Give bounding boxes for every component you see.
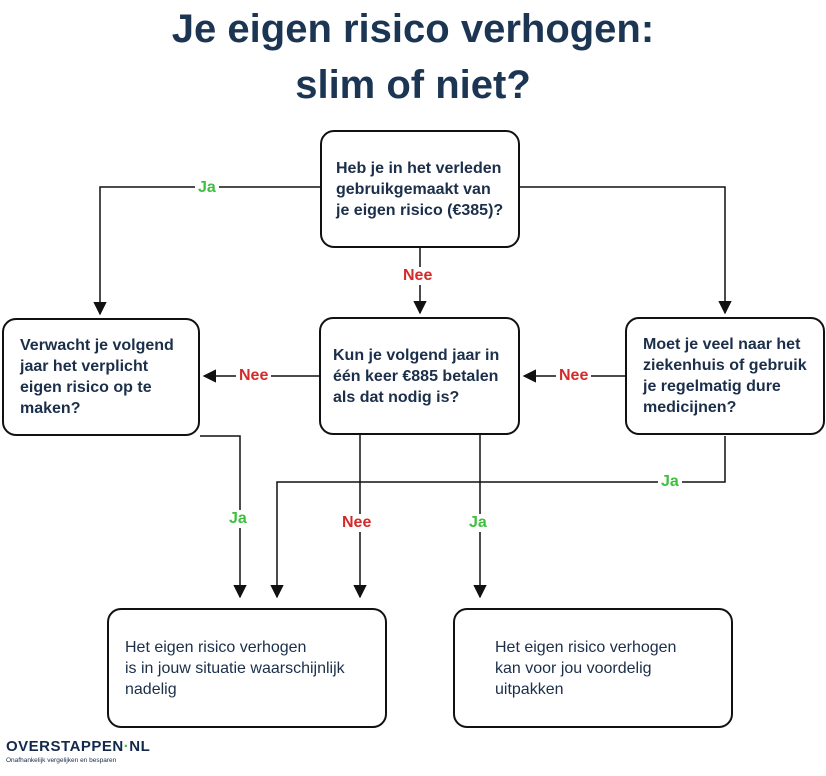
logo-text-main: OVERSTAPPEN <box>6 738 124 755</box>
edge-q2-r1 <box>200 435 247 599</box>
edge-q1-q4 <box>520 186 732 315</box>
label-q3-nee-left: Nee <box>236 367 272 385</box>
edge-q4-r1 <box>270 436 726 599</box>
edge-q1-q2 <box>93 186 320 316</box>
question-can-pay: Kun je volgend jaar in één keer €885 bet… <box>319 317 520 435</box>
page-title-line-1: Je eigen risico verhogen: <box>171 7 655 51</box>
label-q4-nee: Nee <box>556 367 592 385</box>
label-q1-nee: Nee <box>400 267 436 285</box>
label-q4-ja: Ja <box>658 473 682 491</box>
logo-text-suffix: NL <box>129 738 151 755</box>
page-title-line-2: slim of niet? <box>295 63 531 107</box>
result-advantageous: Het eigen risico verhogen kan voor jou v… <box>453 608 733 728</box>
label-q1-ja: Ja <box>195 179 219 197</box>
label-q3-nee-down: Nee <box>339 514 375 532</box>
brand-logo: OVERSTAPPEN·NL Onafhankelijk vergelijken… <box>6 738 150 765</box>
label-q2-ja: Ja <box>226 510 250 528</box>
label-q3-ja-down: Ja <box>466 514 490 532</box>
question-expect-use: Verwacht je volgend jaar het verplicht e… <box>2 318 200 436</box>
logo-dot: · <box>123 738 130 755</box>
result-disadvantageous: Het eigen risico verhogen is in jouw sit… <box>107 608 387 728</box>
question-hospital-medicine: Moet je veel naar het ziekenhuis of gebr… <box>625 317 825 435</box>
question-prior-use: Heb je in het verleden gebruikgemaakt va… <box>320 130 520 248</box>
logo-tagline: Onafhankelijk vergelijken en besparen <box>6 757 117 764</box>
